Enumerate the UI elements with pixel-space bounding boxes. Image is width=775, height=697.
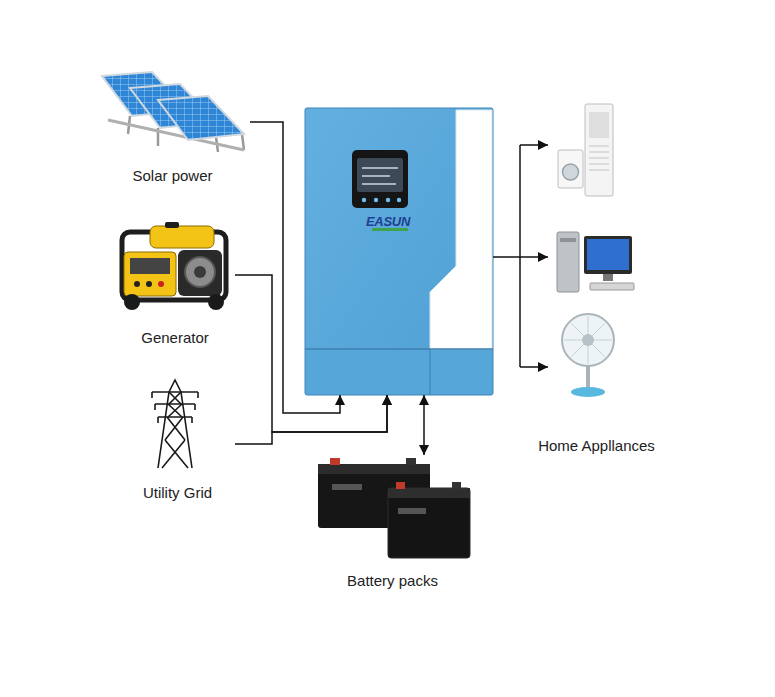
- appliance-illustration: [563, 164, 579, 180]
- appliance-illustration: [562, 314, 614, 366]
- appliance-illustration: [582, 334, 594, 346]
- source-node: Generator: [115, 218, 235, 347]
- appliance-bus-wire: [519, 145, 521, 367]
- appliance-illustration: [560, 238, 576, 242]
- battery-illustration: [388, 488, 470, 558]
- inverter-illustration: [357, 158, 403, 192]
- battery-illustration: [396, 482, 405, 489]
- power-tower-illustration: [152, 392, 198, 417]
- inverter-illustration: [362, 198, 366, 202]
- load-node: Home Appllances: [548, 100, 665, 455]
- node-label: Home Appllances: [523, 437, 670, 455]
- inverter-illustration: [306, 350, 492, 394]
- generator-illustration: [194, 266, 206, 278]
- power-tower-illustration: [152, 392, 198, 423]
- appliance-illustration: [564, 316, 612, 364]
- node-label: Utility Grid: [120, 484, 235, 502]
- appliance-illustration: [571, 387, 605, 397]
- battery-illustration: [318, 458, 470, 558]
- generator-illustration: [185, 257, 215, 287]
- generator-illustration: [124, 252, 176, 296]
- appliance-bus-wire: [520, 366, 548, 368]
- generator-illustration: [165, 222, 179, 228]
- generator-illustration: [178, 250, 222, 296]
- generator-illustration: [130, 258, 170, 274]
- power-flow-arrow: [235, 275, 387, 432]
- battery-illustration: [332, 484, 362, 490]
- battery-illustration: [406, 458, 416, 465]
- generator-illustration: [124, 294, 140, 310]
- source-node: Solar power: [95, 68, 250, 185]
- generator-illustration: [134, 281, 140, 287]
- inverter-illustration: [305, 348, 493, 350]
- solar-panel-illustration: [158, 96, 244, 140]
- appliance-illustration: [590, 283, 634, 290]
- power-tower-illustration: [162, 392, 188, 468]
- inverter-illustration: [374, 198, 378, 202]
- appliance-illustration: [603, 274, 613, 281]
- power-tower-illustration: [158, 380, 192, 468]
- solar-panel-illustration: [102, 72, 244, 152]
- appliance-illustration: [587, 239, 629, 270]
- battery-illustration: [388, 488, 470, 498]
- battery-illustration: [330, 458, 340, 465]
- battery-illustration: [318, 464, 430, 474]
- node-label: Solar power: [95, 167, 250, 185]
- battery-illustration: [452, 482, 461, 489]
- inverter-illustration: [430, 110, 492, 349]
- power-flow-arrow: [235, 395, 387, 444]
- generator-illustration: [208, 294, 224, 310]
- appliance-illustration: [558, 150, 583, 188]
- inverter-illustration: [397, 198, 401, 202]
- appliance-bus-wire: [520, 144, 548, 146]
- appliance-illustration: [585, 104, 613, 196]
- appliance-illustration: [557, 104, 634, 397]
- appliance-bus-wire: [520, 145, 548, 367]
- generator-illustration: [158, 281, 164, 287]
- inverter-illustration: [430, 350, 431, 394]
- source-node: Utility Grid: [120, 372, 235, 502]
- inverter-illustration: [362, 168, 398, 184]
- node-label: Generator: [115, 329, 235, 347]
- node-label: Battery packs: [310, 572, 475, 590]
- inverter-box: EASUN: [305, 108, 493, 395]
- brand-logo: EASUN: [353, 214, 423, 229]
- inverter-illustration: [305, 108, 493, 395]
- power-flow-arrow: [493, 256, 548, 258]
- generator-illustration: [146, 281, 152, 287]
- inverter-illustration: [430, 349, 431, 395]
- battery-illustration: [398, 508, 426, 514]
- appliance-illustration: [586, 366, 590, 390]
- appliance-illustration: [589, 112, 609, 138]
- inverter-illustration: [352, 150, 408, 208]
- appliance-illustration: [557, 232, 579, 292]
- appliance-illustration: [589, 146, 609, 170]
- power-flow-arrow: [423, 395, 425, 455]
- appliance-illustration: [584, 236, 632, 274]
- battery-node: Battery packs: [310, 455, 475, 590]
- inverter-illustration: [386, 198, 390, 202]
- power-flow-arrow: [250, 122, 340, 413]
- power-tower-illustration: [152, 380, 198, 468]
- generator-illustration: [150, 226, 214, 248]
- generator-illustration: [122, 222, 226, 310]
- inverter-illustration: [305, 108, 493, 395]
